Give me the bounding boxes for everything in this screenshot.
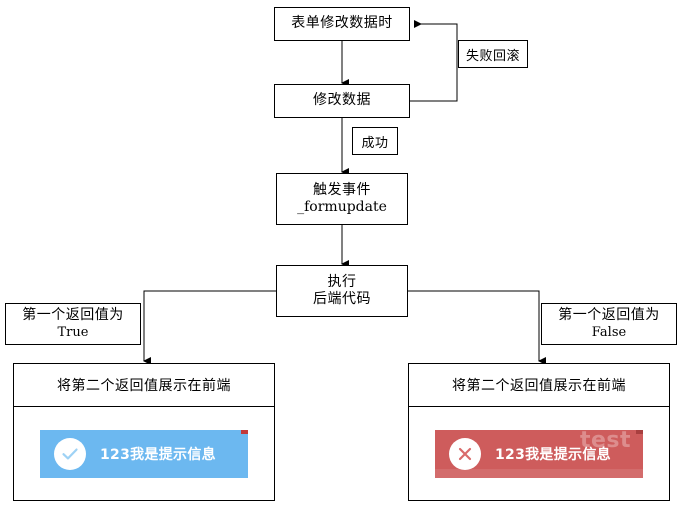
edge-label-branch-true-line2: True [57,324,89,340]
panel-false-branch: 将第二个返回值展示在前端 test 123我是提示信息 [408,363,670,501]
node-execute-backend-line1: 执行 [327,273,357,290]
toast-success-message: 123我是提示信息 [100,447,216,463]
node-execute-backend-line2: 后端代码 [313,291,371,307]
panel-true-branch-header-text: 将第二个返回值展示在前端 [57,378,231,394]
edge-label-rollback-text: 失败回滚 [465,48,520,64]
edge-label-branch-false-line2: False [591,324,627,340]
edge-label-rollback: 失败回滚 [458,40,528,68]
edge-rollback-loop [410,20,458,102]
node-modify-data[interactable]: 修改数据 [274,84,410,118]
edge-label-branch-true: 第一个返回值为 True [5,303,141,345]
panel-true-branch-body: 123我是提示信息 [14,407,274,501]
edge-execute-to-false [408,290,546,365]
toast-success: 123我是提示信息 [40,430,248,478]
edge-execute-to-true [143,290,276,365]
toast-error-corner-mark [636,430,643,434]
node-execute-backend[interactable]: 执行 后端代码 [276,265,408,317]
panel-true-branch: 将第二个返回值展示在前端 123我是提示信息 [13,363,275,501]
node-trigger-event-line2: _formupdate [297,199,387,215]
toast-error-message: 123我是提示信息 [495,447,611,463]
node-trigger-event-line1: 触发事件 [313,181,371,198]
check-circle-icon [54,438,86,470]
edge-label-branch-false-line1: 第一个返回值为 [558,307,660,324]
panel-false-branch-header: 将第二个返回值展示在前端 [409,364,669,407]
node-form-edit-label: 表单修改数据时 [291,15,393,32]
toast-success-corner-mark [241,430,248,434]
panel-true-branch-header: 将第二个返回值展示在前端 [14,364,274,407]
x-circle-icon [449,438,481,470]
toast-error: test 123我是提示信息 [435,430,643,478]
edge-label-success-text: 成功 [361,135,389,151]
edge-label-branch-true-line1: 第一个返回值为 [22,307,124,324]
panel-false-branch-body: test 123我是提示信息 [409,407,669,501]
edge-label-branch-false: 第一个返回值为 False [541,303,677,345]
node-modify-data-label: 修改数据 [313,92,371,109]
panel-false-branch-header-text: 将第二个返回值展示在前端 [452,378,626,394]
node-form-edit[interactable]: 表单修改数据时 [274,7,410,41]
node-trigger-event[interactable]: 触发事件 _formupdate [276,173,408,225]
edge-label-success: 成功 [352,127,398,155]
